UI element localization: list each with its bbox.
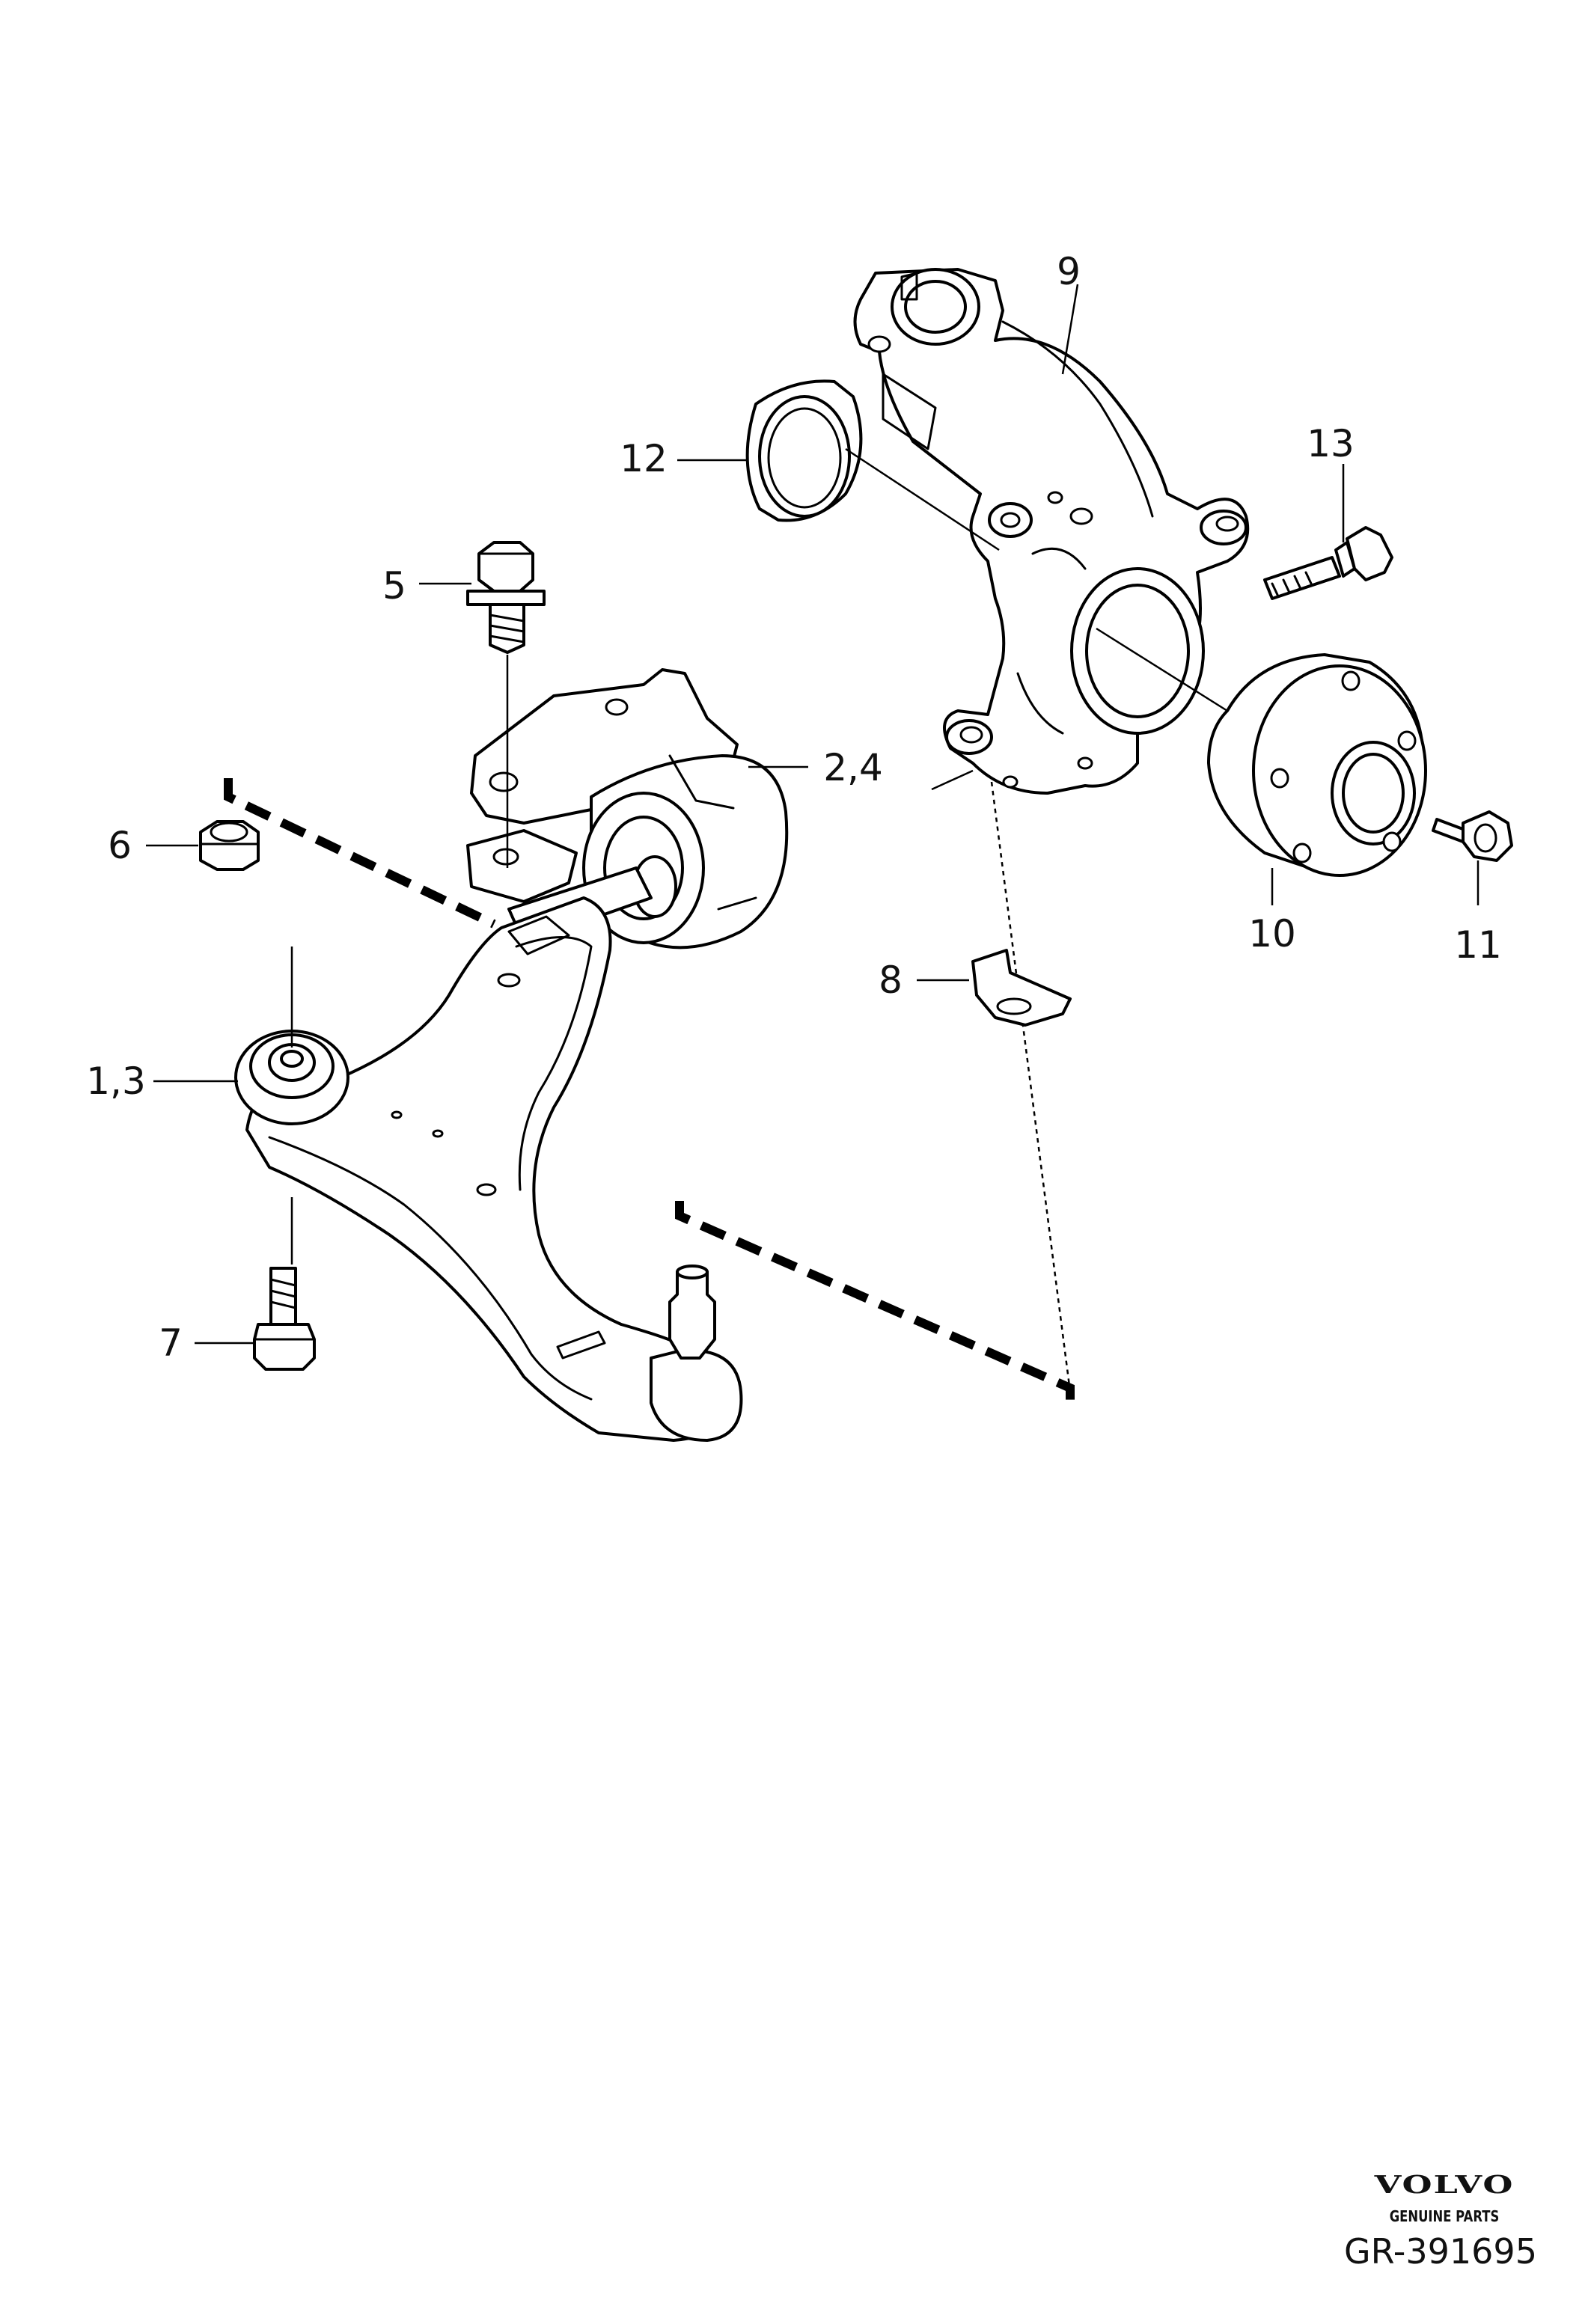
callout-6: 6 <box>108 824 132 867</box>
diagram-reference-code: GR-391695 <box>1344 2231 1537 2272</box>
volvo-logo: VOLVO <box>1374 2170 1515 2199</box>
callout-9: 9 <box>1057 250 1081 293</box>
seal-ring-part-12 <box>745 379 863 522</box>
bolt-part-11 <box>1432 810 1513 862</box>
assembly-dashed-lines <box>224 778 1075 1407</box>
callout-1-3: 1,3 <box>86 1059 146 1103</box>
callout-5: 5 <box>382 564 406 608</box>
callout-2-4: 2,4 <box>823 746 883 789</box>
steering-knuckle-part-9 <box>853 268 1250 795</box>
bushing-bracket-part-2-4 <box>466 668 789 950</box>
callout-10: 10 <box>1248 912 1296 955</box>
leader-lines <box>146 284 1479 1345</box>
callout-labels: 9 13 12 5 2,4 6 8 10 11 1,3 7 <box>86 250 1502 1365</box>
callout-11: 11 <box>1454 923 1502 967</box>
callout-13: 13 <box>1307 422 1355 465</box>
callout-8: 8 <box>879 958 903 1002</box>
clip-part-8 <box>971 949 1072 1027</box>
callout-7: 7 <box>159 1321 183 1365</box>
nut-part-6 <box>199 820 260 871</box>
wheel-hub-part-10 <box>1207 653 1427 877</box>
bolt-part-7 <box>253 1267 316 1371</box>
bolt-part-13 <box>1263 526 1393 600</box>
bolt-part-5 <box>466 541 546 654</box>
genuine-parts-tagline: GENUINE PARTS <box>1389 2207 1500 2225</box>
callout-12: 12 <box>620 437 668 480</box>
